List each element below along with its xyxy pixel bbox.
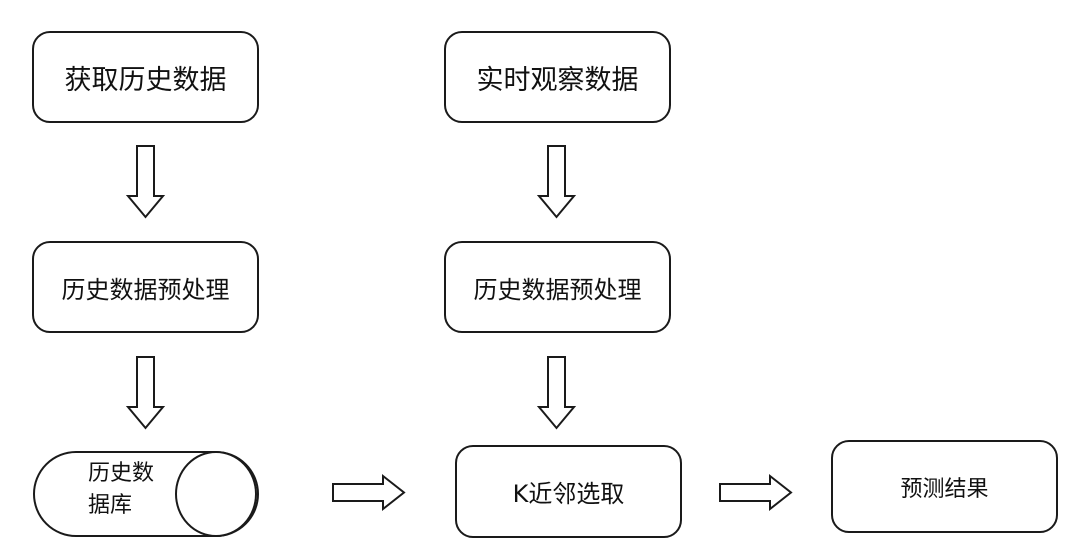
right-arrow-icon [719,473,793,512]
down-arrow-icon [125,145,166,219]
history-preprocess-label-left: 历史数据预处理 [61,275,230,304]
realtime-observation-node: 实时观察数据 [444,31,671,123]
fetch-history-label: 获取历史数据 [64,64,227,96]
realtime-observation-label: 实时观察数据 [476,64,639,96]
knn-select-label: K近邻选取 [512,480,625,508]
history-preprocess-node-right: 历史数据预处理 [444,241,671,333]
history-database-cylinder [33,451,259,537]
down-arrow-icon [536,145,577,219]
right-arrow-icon [332,473,406,512]
fetch-history-node: 获取历史数据 [32,31,259,123]
prediction-result-node: 预测结果 [831,440,1058,533]
history-database-label-line1: 历史数 [88,461,155,486]
down-arrow-icon [125,356,166,430]
history-database-label: 历史数 据库 [88,458,154,522]
prediction-result-label: 预测结果 [900,476,989,502]
history-preprocess-label-right: 历史数据预处理 [473,275,642,304]
knn-select-node: K近邻选取 [455,445,682,538]
history-preprocess-node-left: 历史数据预处理 [32,241,259,333]
history-database-label-line2: 据库 [88,493,133,518]
down-arrow-icon [536,356,577,430]
